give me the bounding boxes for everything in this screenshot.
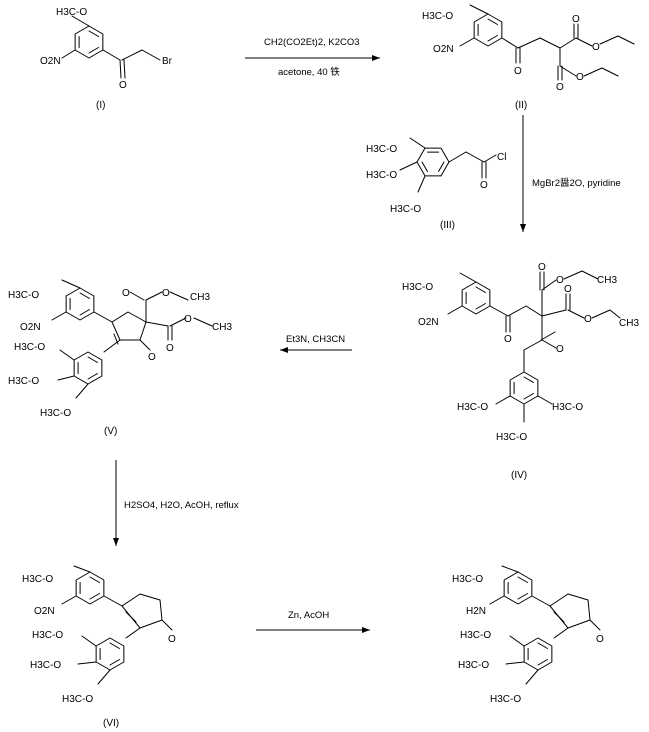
step1-conditions: acetone, 40 铁 (278, 66, 340, 78)
c1-carbonyl-o: O (119, 80, 127, 91)
c7-methoxy-o: H3C-O (452, 574, 483, 585)
c5-nitro: O2N (20, 322, 41, 333)
c2-ester-o2b: O (576, 72, 584, 83)
c4-ester-o2: O (564, 284, 572, 295)
step-2: MgBr2醤2O, pyridine (520, 115, 621, 232)
c5-ester-o1: O (122, 288, 130, 299)
c5-methoxy-o2: H3C-O (14, 342, 45, 353)
step-3: Et3N, CH3CN (280, 334, 352, 353)
step1-reagents: CH2(CO2Et)2, K2CO3 (264, 37, 360, 48)
c3-chloro: Cl (497, 152, 506, 163)
c6-nitro: O2N (34, 606, 55, 617)
c4-methoxy-o3: H3C-O (552, 402, 583, 413)
step2-reagents: MgBr2醤2O, pyridine (532, 178, 621, 189)
c1-nitro: O2N (40, 56, 61, 67)
c3-acyl-o: O (480, 180, 488, 191)
c1-bromo: Br (162, 56, 173, 67)
c4-ester-o2b: O (584, 314, 592, 325)
c4-ketone-o2: O (556, 344, 564, 355)
c5-ester-o2: O (166, 343, 174, 354)
c5-ethyl-2: CH3 (212, 322, 232, 333)
c7-methoxy-o2: H3C-O (460, 630, 491, 641)
c4-methoxy-o2: H3C-O (457, 402, 488, 413)
c4-methoxy-o4: H3C-O (496, 432, 527, 443)
compound-label-v: (V) (104, 426, 117, 437)
compound-vi: H3C-O O2N O H3C-O H3C-O H3C-O (VI) (22, 565, 176, 729)
c3-methoxy-o2: H3C-O (366, 170, 397, 181)
c2-ester-o1: O (572, 14, 580, 25)
c2-ketone-o: O (514, 66, 522, 77)
compound-i: H3C-O O2N O Br (I) (40, 7, 173, 111)
step-5: Zn, AcOH (256, 610, 370, 633)
c5-methoxy-o3: H3C-O (8, 376, 39, 387)
c3-methoxy-o1: H3C-O (366, 144, 397, 155)
c6-methoxy-o4: H3C-O (62, 694, 93, 705)
c4-ketone-o1: O (504, 334, 512, 345)
c4-ethyl-1: CH3 (597, 275, 617, 286)
c3-methoxy-o3: H3C-O (390, 204, 421, 215)
compound-v: H3C-O O2N O O O CH3 O O CH3 H3C-O H3C-O … (8, 279, 232, 437)
compound-iv: H3C-O O2N O O O CH3 O O CH3 O (402, 262, 639, 481)
c5-ester-o1b: O (162, 288, 170, 299)
compound-iii: O Cl H3C-O H3C-O H3C-O (III) (366, 137, 506, 231)
step5-reagents: Zn, AcOH (288, 610, 329, 621)
c6-methoxy-o2: H3C-O (32, 630, 63, 641)
step4-reagents: H2SO4, H2O, AcOH, reflux (124, 500, 239, 511)
c5-ethyl-1: CH3 (190, 292, 210, 303)
compound-label-iii: (III) (440, 220, 455, 231)
c7-ketone-o: O (596, 634, 604, 645)
c6-methoxy-o: H3C-O (22, 574, 53, 585)
compound-final: H3C-O H2N O H3C-O H3C-O H3C-O (452, 565, 604, 705)
c2-methoxy-o: H3C-O (422, 11, 453, 22)
c2-nitro: O2N (433, 44, 454, 55)
compound-label-ii: (II) (515, 100, 527, 111)
c5-methoxy-o: H3C-O (8, 290, 39, 301)
step3-reagents: Et3N, CH3CN (286, 334, 345, 345)
compound-label-vi: (VI) (103, 718, 119, 729)
c2-ester-o1b: O (592, 42, 600, 53)
c6-methoxy-o3: H3C-O (30, 660, 61, 671)
compound-label-i: (I) (96, 100, 105, 111)
c4-methoxy-o: H3C-O (402, 282, 433, 293)
c7-methoxy-o4: H3C-O (490, 694, 521, 705)
c6-ketone-o: O (168, 634, 176, 645)
c2-ester-o2: O (556, 82, 564, 93)
step-4: H2SO4, H2O, AcOH, reflux (113, 460, 239, 546)
c4-ethyl-2: CH3 (619, 318, 639, 329)
c4-ester-o1: O (538, 262, 546, 273)
c5-ketone-o: O (148, 352, 156, 363)
c5-ester-o2b: O (184, 314, 192, 325)
step-1: CH2(CO2Et)2, K2CO3 acetone, 40 铁 (245, 37, 380, 78)
c5-methoxy-o4: H3C-O (40, 408, 71, 419)
c4-nitro: O2N (418, 317, 439, 328)
c7-methoxy-o3: H3C-O (458, 660, 489, 671)
c7-amine: H2N (466, 606, 486, 617)
compound-label-iv: (IV) (511, 470, 527, 481)
c1-methoxy-o: H3C-O (56, 7, 87, 18)
c4-ester-o1b: O (556, 275, 564, 286)
compound-ii: H3C-O O2N O O O O O (II) (422, 4, 635, 111)
